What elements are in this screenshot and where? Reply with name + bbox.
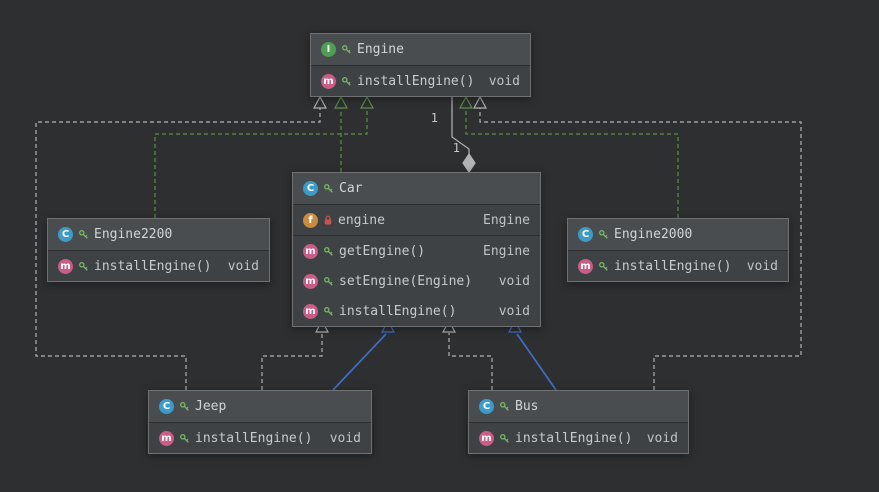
class-icon bbox=[58, 227, 73, 242]
multiplicity-label: 1 bbox=[431, 111, 438, 125]
class-name: Bus bbox=[515, 399, 539, 414]
member-name: engine bbox=[338, 212, 385, 228]
method-icon bbox=[578, 258, 593, 274]
member-name: installEngine() bbox=[339, 303, 457, 319]
member-row[interactable]: installEngine() void bbox=[311, 66, 530, 96]
class-node-jeep[interactable]: Jeep installEngine() void bbox=[148, 390, 372, 454]
class-header-bus[interactable]: Bus bbox=[469, 391, 688, 423]
key-icon bbox=[179, 433, 190, 444]
member-row[interactable]: installEngine() void bbox=[568, 251, 788, 281]
class-header-engine[interactable]: Engine bbox=[311, 34, 530, 66]
interface-icon bbox=[321, 42, 336, 57]
member-name: installEngine() bbox=[515, 430, 633, 446]
class-icon bbox=[159, 399, 174, 414]
dependency-arrowhead bbox=[472, 95, 488, 109]
member-type: Engine bbox=[483, 212, 530, 228]
aggregation-diamond bbox=[462, 152, 476, 174]
member-type: void bbox=[498, 303, 530, 319]
member-type: void bbox=[488, 73, 520, 89]
member-name: installEngine() bbox=[614, 258, 732, 274]
method-icon bbox=[303, 243, 318, 259]
key-icon bbox=[323, 183, 334, 194]
class-node-car[interactable]: Car engine Engine getEngine() Engine set… bbox=[292, 172, 541, 327]
member-type: void bbox=[227, 258, 259, 274]
edge-engine2000-implements-engine bbox=[465, 108, 679, 218]
field-row[interactable]: engine Engine bbox=[293, 205, 540, 236]
field-icon bbox=[303, 212, 318, 228]
member-row[interactable]: getEngine() Engine bbox=[293, 236, 540, 266]
edge-bus-to-engine bbox=[479, 108, 802, 390]
member-row[interactable]: setEngine(Engine) void bbox=[293, 266, 540, 296]
key-icon bbox=[78, 261, 89, 272]
edge-engine2200-implements-engine bbox=[154, 108, 368, 218]
member-name: installEngine() bbox=[195, 430, 313, 446]
key-icon bbox=[78, 229, 89, 240]
class-icon bbox=[578, 227, 593, 242]
class-header-engine2000[interactable]: Engine2000 bbox=[568, 219, 788, 251]
method-icon bbox=[58, 258, 73, 274]
realization-arrowhead bbox=[458, 95, 474, 109]
edge-jeep-to-car-dashed bbox=[261, 333, 323, 390]
key-icon bbox=[179, 401, 190, 412]
member-type: void bbox=[329, 430, 361, 446]
key-icon bbox=[341, 76, 352, 87]
member-name: getEngine() bbox=[339, 243, 426, 259]
class-header-engine2200[interactable]: Engine2200 bbox=[48, 219, 269, 251]
method-icon bbox=[303, 273, 318, 289]
class-icon bbox=[303, 181, 318, 196]
key-icon bbox=[598, 261, 609, 272]
realization-arrowhead bbox=[333, 95, 349, 109]
edge-car-aggregates-engine bbox=[451, 97, 470, 154]
key-icon bbox=[341, 44, 352, 55]
member-type: void bbox=[498, 273, 530, 289]
method-icon bbox=[159, 430, 174, 446]
member-name: setEngine(Engine) bbox=[339, 273, 473, 289]
key-icon bbox=[499, 433, 510, 444]
key-icon bbox=[323, 276, 334, 287]
class-node-bus[interactable]: Bus installEngine() void bbox=[468, 390, 689, 454]
realization-arrowhead bbox=[359, 95, 375, 109]
method-icon bbox=[303, 303, 318, 319]
edge-jeep-extends-car bbox=[332, 333, 387, 391]
class-name: Engine2000 bbox=[614, 227, 693, 242]
member-row[interactable]: installEngine() void bbox=[469, 423, 688, 453]
member-type: void bbox=[646, 430, 678, 446]
class-name: Jeep bbox=[195, 399, 227, 414]
class-node-engine2000[interactable]: Engine2000 installEngine() void bbox=[567, 218, 789, 282]
dependency-arrowhead bbox=[312, 95, 328, 109]
class-node-engine2200[interactable]: Engine2200 installEngine() void bbox=[47, 218, 270, 282]
multiplicity-label: 1 bbox=[453, 141, 460, 155]
lock-icon bbox=[323, 215, 333, 226]
edge-bus-to-car-dashed bbox=[448, 333, 493, 390]
method-icon bbox=[479, 430, 494, 446]
member-row[interactable]: installEngine() void bbox=[149, 423, 371, 453]
class-header-jeep[interactable]: Jeep bbox=[149, 391, 371, 423]
class-node-engine[interactable]: Engine installEngine() void bbox=[310, 33, 531, 97]
member-name: installEngine() bbox=[94, 258, 212, 274]
key-icon bbox=[323, 306, 334, 317]
edge-jeep-to-engine bbox=[35, 108, 321, 390]
key-icon bbox=[598, 229, 609, 240]
key-icon bbox=[323, 246, 334, 257]
edge-bus-extends-car bbox=[516, 333, 557, 391]
member-type: void bbox=[746, 258, 778, 274]
member-row[interactable]: installEngine() void bbox=[293, 296, 540, 326]
method-icon bbox=[321, 73, 336, 89]
class-icon bbox=[479, 399, 494, 414]
class-name: Engine bbox=[357, 42, 404, 57]
class-name: Car bbox=[339, 181, 363, 196]
member-name: installEngine() bbox=[357, 73, 475, 89]
member-type: Engine bbox=[483, 243, 530, 259]
class-header-car[interactable]: Car bbox=[293, 173, 540, 205]
member-row[interactable]: installEngine() void bbox=[48, 251, 269, 281]
key-icon bbox=[499, 401, 510, 412]
class-name: Engine2200 bbox=[94, 227, 173, 242]
